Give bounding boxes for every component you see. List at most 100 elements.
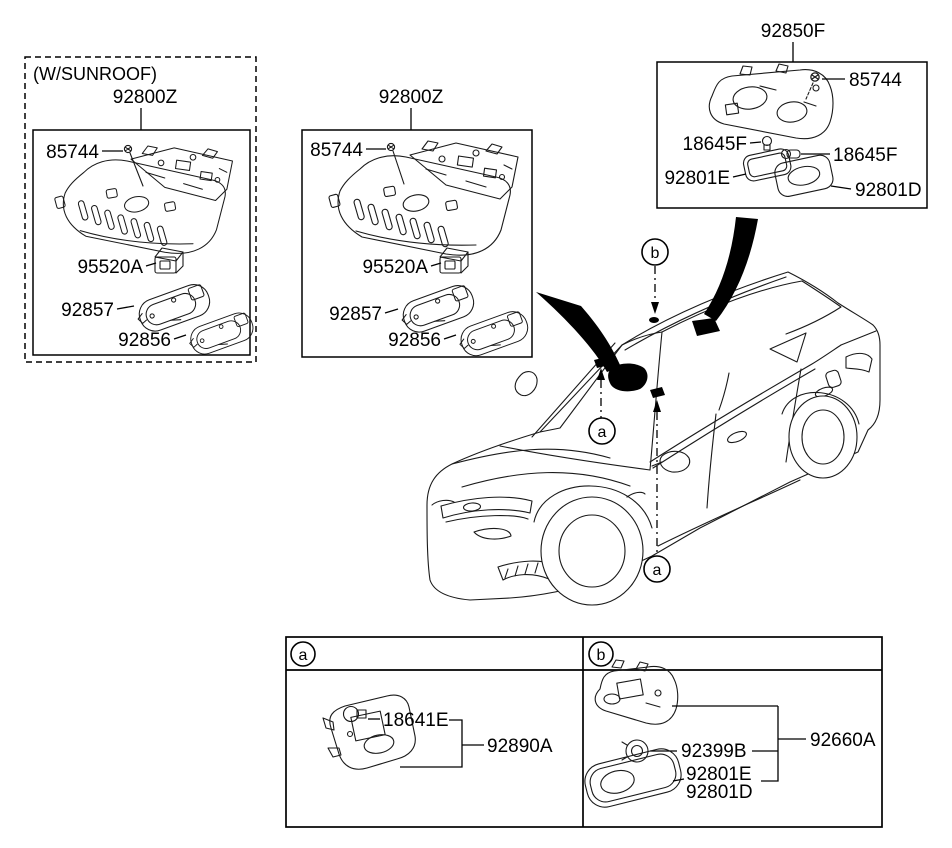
callout-a2-clip bbox=[650, 387, 665, 398]
car-front-wheel bbox=[540, 496, 644, 606]
callout-a1-circle bbox=[588, 417, 616, 445]
maplamp-bulb-left-label: 18645F bbox=[683, 134, 747, 155]
callout-a1-arrowhead bbox=[597, 368, 605, 380]
sunroof-screw-label: 85744 bbox=[46, 142, 99, 163]
overhead-console-marker bbox=[608, 363, 648, 392]
car-front-door-handle bbox=[727, 430, 747, 444]
maplamp-lens-right-leader bbox=[830, 185, 852, 190]
cell-b-header-circle bbox=[588, 641, 614, 667]
car-door-bottom bbox=[657, 479, 801, 547]
car-roof-far-edge bbox=[661, 280, 803, 333]
car-trunk-edge bbox=[840, 330, 877, 346]
car-mirror-right bbox=[651, 450, 691, 473]
cell-b-housing-icon bbox=[594, 659, 679, 725]
maplamp-lens-left-icon bbox=[742, 148, 792, 182]
cell-b-socket-icon bbox=[621, 739, 649, 763]
car-rear-glass bbox=[785, 280, 842, 335]
car-fender-vent bbox=[626, 491, 646, 498]
sunroof-screw-line bbox=[129, 152, 144, 187]
cell-a-bracket bbox=[400, 719, 484, 768]
car-tail-lamp bbox=[845, 352, 873, 373]
car-hood-crease bbox=[461, 472, 631, 488]
car-rear-rim bbox=[801, 409, 845, 465]
callout-b-circle bbox=[641, 238, 669, 266]
maplamp-screw-line bbox=[805, 82, 814, 100]
car-badge bbox=[462, 502, 482, 512]
cell-b-socket-label: 92399B bbox=[681, 741, 747, 762]
callout-a1-letter: a bbox=[598, 424, 607, 441]
standard-switch-label: 95520A bbox=[362, 257, 428, 278]
maplamp-lens-right-label: 92801D bbox=[855, 180, 922, 201]
cell-a-housing-icon bbox=[322, 694, 416, 770]
standard-lamp-a-label: 92857 bbox=[329, 304, 382, 325]
maplamp-lens-right-icon bbox=[774, 154, 834, 197]
sunroof-lamp-a-label: 92857 bbox=[61, 300, 114, 321]
car-roof-rail-inner bbox=[624, 276, 787, 351]
callout-a2-circle bbox=[643, 555, 671, 583]
reference-table: a 18641E 92890A b bbox=[285, 636, 883, 828]
maplamp-screw-label: 85744 bbox=[849, 70, 902, 91]
sunroof-lamp-b-leader bbox=[173, 334, 187, 340]
callout-a-bpillar: a bbox=[643, 387, 671, 583]
maplamp-bulb-left-leader bbox=[749, 141, 762, 144]
table-cell-b: b 92399B 92660A 92801E 92801D bbox=[584, 641, 876, 808]
car-cowl-line bbox=[499, 445, 651, 471]
maplamp-screw-icon bbox=[810, 72, 820, 82]
maplamp-lens-left-leader bbox=[732, 173, 747, 178]
cell-a-header-circle bbox=[290, 641, 316, 667]
sunroof-switch-label: 95520A bbox=[77, 257, 143, 278]
cell-b-lens-lower-label: 92801D bbox=[686, 782, 753, 803]
sunroof-assembly-label: 92800Z bbox=[113, 87, 178, 108]
standard-inner-box bbox=[301, 129, 533, 358]
sunroof-lamp-b-label: 92856 bbox=[118, 330, 171, 351]
sunroof-note-label: (W/SUNROOF) bbox=[33, 64, 157, 84]
standard-switch-icon bbox=[439, 247, 469, 274]
cell-a-header-letter: a bbox=[299, 647, 308, 664]
maplamp-bulb-right-icon bbox=[780, 148, 801, 160]
car-b-pillar bbox=[706, 372, 730, 509]
sunroof-switch-icon bbox=[154, 247, 184, 274]
standard-variant-box: 92800Z 85744 95520A 92857 92856 bbox=[301, 87, 533, 361]
cell-b-bracket bbox=[752, 706, 806, 782]
car-silhouette bbox=[426, 271, 881, 601]
sunroof-screw-icon bbox=[123, 144, 133, 154]
cell-b-header-letter: b bbox=[597, 647, 606, 664]
sunroof-dashed-border bbox=[24, 56, 257, 363]
maplamp-unit-art bbox=[708, 63, 834, 140]
arrow-to-room-lamp bbox=[704, 217, 758, 321]
callout-b-arrowhead bbox=[651, 302, 659, 314]
standard-screw-label: 85744 bbox=[310, 140, 363, 161]
car-grille bbox=[440, 496, 533, 519]
callout-a2-arrowhead bbox=[653, 400, 661, 412]
standard-screw-icon bbox=[386, 142, 396, 152]
maplamp-assembly-label: 92850F bbox=[761, 21, 825, 42]
callout-a-windshield: a bbox=[588, 357, 616, 445]
car-headlight bbox=[473, 527, 512, 540]
car-mirror-far bbox=[514, 371, 538, 397]
car-beltline bbox=[649, 344, 842, 463]
callout-b-grommet bbox=[649, 317, 659, 323]
callout-a1-clip bbox=[594, 357, 609, 368]
standard-switch-leader bbox=[430, 262, 442, 267]
car-drawing bbox=[426, 271, 881, 606]
cell-b-lens-upper-label: 92801E bbox=[686, 764, 752, 785]
standard-lamp-b-label: 92856 bbox=[388, 330, 441, 351]
callout-a2-letter: a bbox=[653, 562, 662, 579]
sunroof-lamp-a-icon bbox=[132, 279, 215, 337]
car-fuel-door bbox=[825, 369, 842, 388]
room-lamp-marker bbox=[692, 318, 720, 336]
standard-screw-line bbox=[392, 150, 405, 185]
maplamp-bulb-right-label: 18645F bbox=[833, 145, 897, 166]
car-grille-bar bbox=[445, 515, 529, 523]
car-front-arch bbox=[533, 485, 653, 529]
table-border bbox=[285, 636, 883, 828]
sunroof-inner-box bbox=[32, 129, 251, 356]
standard-lamp-a-leader bbox=[384, 308, 399, 314]
sunroof-variant-box: (W/SUNROOF) 92800Z 85744 95520A 92857 92… bbox=[24, 56, 258, 363]
car-rear-wheel bbox=[788, 395, 858, 479]
car-hood-edge bbox=[451, 448, 611, 465]
cell-b-lens-leader bbox=[672, 778, 685, 782]
cell-a-bulb-icon bbox=[342, 705, 367, 723]
